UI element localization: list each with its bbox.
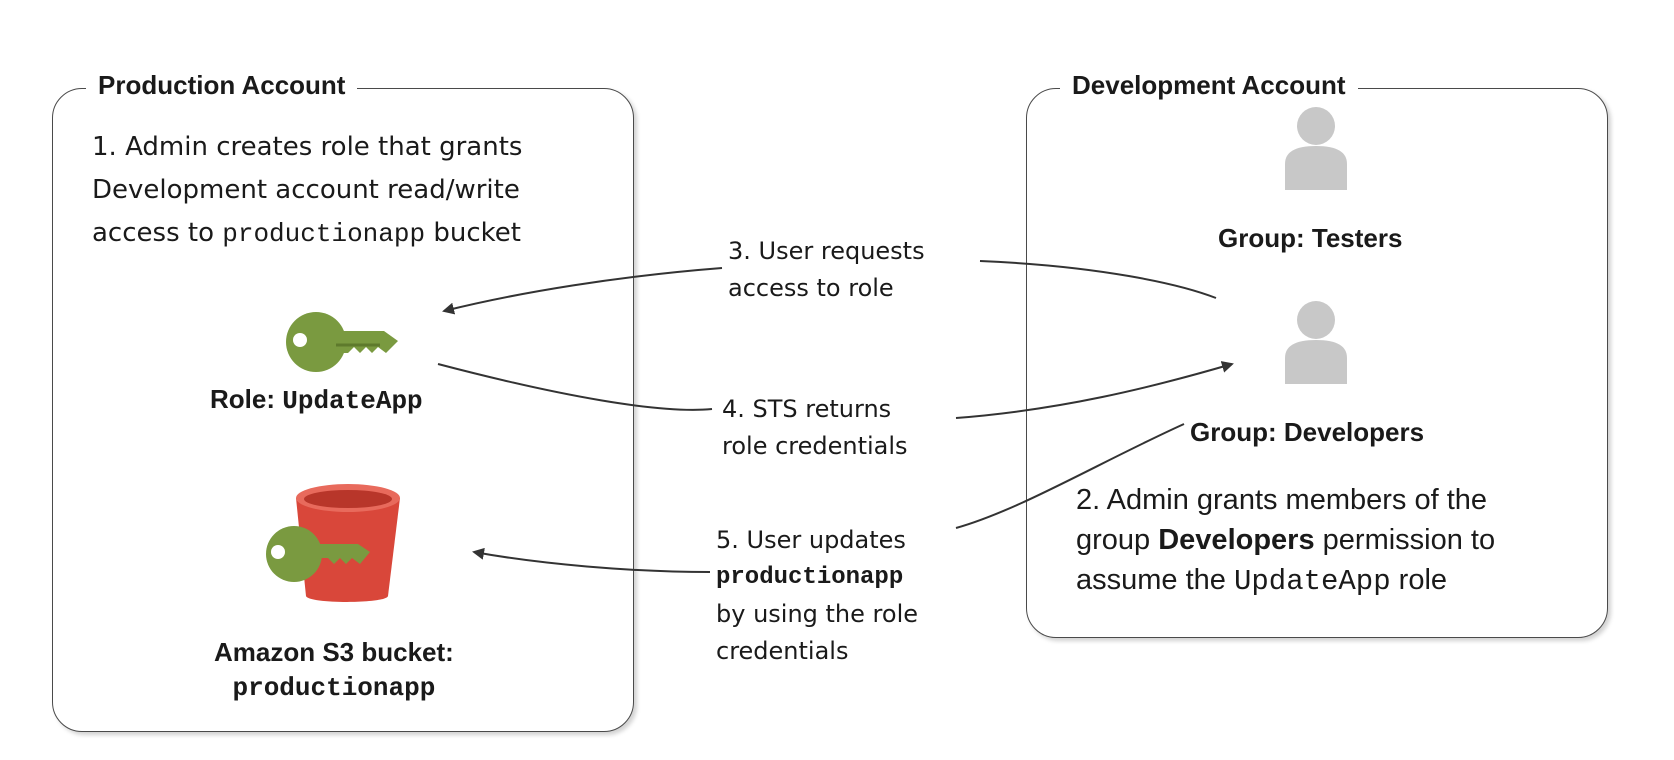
role-label: Role: UpdateApp — [210, 384, 423, 416]
development-note-line2: group Developers permission to — [1076, 520, 1495, 560]
development-note-line3-pre: assume the — [1076, 564, 1234, 596]
development-note-line1: 2. Admin grants members of the — [1076, 484, 1488, 516]
bucket-label: Amazon S3 bucket: productionapp — [214, 634, 454, 706]
development-note-line3: assume the UpdateApp role — [1076, 560, 1495, 602]
development-note-line2-pre: group — [1076, 524, 1159, 556]
production-note-line3-post: bucket — [425, 218, 521, 248]
role-label-prefix: Role: — [210, 384, 283, 414]
production-note-line2: Development account read/write — [92, 175, 520, 205]
development-note-line3-post: role — [1390, 564, 1448, 596]
key-icon — [286, 312, 398, 372]
user-group-icon — [1285, 107, 1347, 190]
step-4-line2: role credentials — [722, 432, 908, 460]
step-5-arrow-head — [472, 547, 711, 573]
step-3-arrow-head — [442, 267, 723, 315]
production-note: 1. Admin creates role that grants Develo… — [92, 126, 522, 256]
step-5-line4: credentials — [716, 637, 849, 665]
step-5-arrow-start — [955, 423, 1185, 529]
development-note: 2. Admin grants members of the group Dev… — [1076, 480, 1495, 602]
production-note-line1: 1. Admin creates role that grants — [92, 132, 523, 162]
group-testers-label: Group: Testers — [1218, 223, 1403, 253]
step-3-arrow — [979, 260, 1217, 299]
production-note-line3: access to productionapp bucket — [92, 212, 522, 256]
production-account-box — [52, 88, 634, 732]
step-5-line3: by using the role — [716, 600, 918, 628]
step-3-label: 3. User requests access to role — [728, 233, 925, 307]
developers-bold: Developers — [1158, 524, 1315, 556]
step-3-line2: access to role — [728, 274, 894, 302]
development-note-line2-post: permission to — [1314, 524, 1496, 556]
step-4-arrow-head — [955, 361, 1234, 419]
step-4-line1: 4. STS returns — [722, 395, 892, 423]
bucket-label-title: Amazon S3 bucket: — [214, 637, 454, 667]
role-name: UpdateApp — [282, 386, 423, 416]
s3-bucket-icon — [266, 484, 400, 602]
bucket-key-icon — [266, 526, 370, 582]
step-4-arrow-start — [437, 363, 713, 411]
group-developers-label: Group: Developers — [1190, 417, 1425, 447]
development-account-title: Development Account — [1060, 70, 1358, 100]
step-3-line1: 3. User requests — [728, 237, 925, 265]
step-5-line1: 5. User updates — [716, 526, 906, 554]
production-note-line3-pre: access to — [92, 218, 223, 248]
step-5-code: productionapp — [716, 564, 904, 591]
bucket-name: productionapp — [232, 673, 436, 703]
user-group-icon — [1285, 301, 1347, 384]
production-account-title: Production Account — [86, 70, 358, 100]
step-4-label: 4. STS returns role credentials — [722, 391, 908, 465]
production-note-bucket-code: productionapp — [222, 219, 426, 249]
step-5-label: 5. User updates productionapp by using t… — [716, 522, 918, 670]
development-note-role-code: UpdateApp — [1233, 565, 1391, 598]
